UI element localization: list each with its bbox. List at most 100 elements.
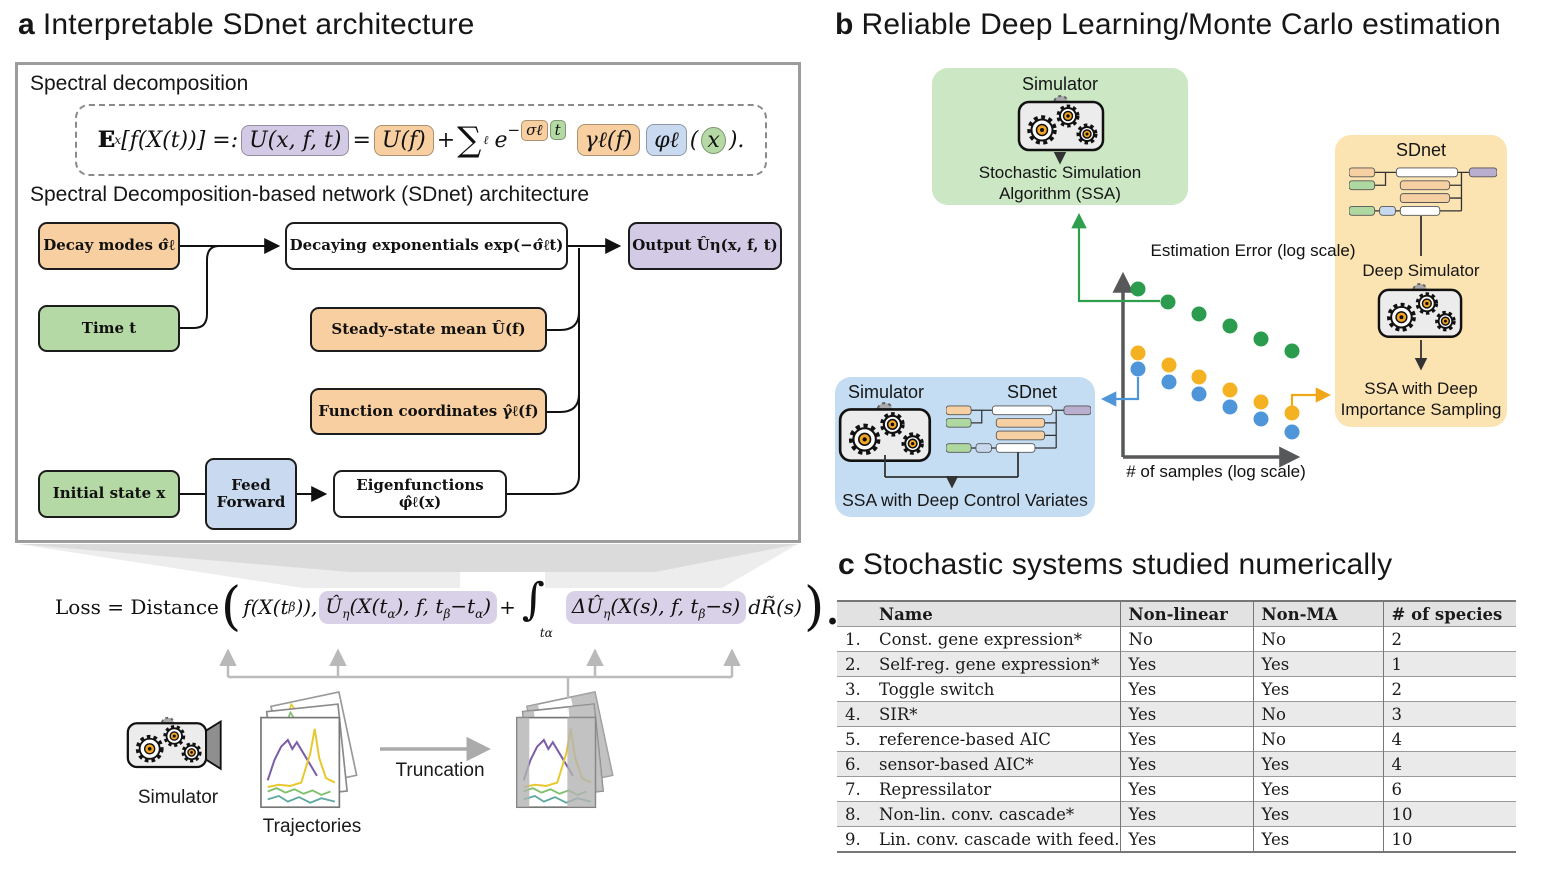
integral: ∫ tβ tα [521, 574, 566, 640]
decay-modes-box: Decay modes σ̂ℓ [38, 222, 180, 270]
gear-icon [1056, 104, 1080, 128]
table-cell: 3 [1382, 701, 1516, 727]
table-cell: Yes [1119, 826, 1253, 853]
cv-caption: SSA with Deep Control Variates [842, 490, 1088, 510]
scatter-dot [1191, 306, 1207, 322]
gear-icon [181, 742, 202, 763]
scatter-dots [1130, 281, 1300, 440]
trajectories-stack [252, 684, 364, 813]
table-cell: reference-based AIC [871, 726, 1120, 752]
scatter-dot [1253, 394, 1269, 410]
scatter-dot [1161, 374, 1177, 390]
panel-c-letter: c [838, 548, 855, 581]
initial-state-box: Initial state x [38, 470, 180, 518]
sdnet-label: SDnet [1395, 140, 1447, 160]
eigenfunctions-box: Eigenfunctions φ̂ℓ(x) [333, 470, 507, 518]
table-cell: 1 [1382, 651, 1516, 677]
megaphone-shape [205, 719, 222, 771]
panel-a-letter: a [18, 8, 35, 41]
scatter-dot [1284, 405, 1300, 421]
table-cell: Yes [1252, 801, 1383, 827]
scatter-dot [1191, 369, 1207, 385]
blue-connector-arrow [1100, 377, 1140, 407]
table-cell: SIR* [871, 701, 1120, 727]
table-cell: 5. [837, 726, 871, 752]
mini-sdnet-diagram [946, 404, 1091, 454]
table-cell: 6. [837, 751, 871, 777]
table-cell: 9. [837, 826, 871, 853]
scatter-dot [1130, 361, 1146, 377]
table-header-cell: Non-linear [1119, 600, 1253, 627]
table-cell: 4 [1382, 751, 1516, 777]
table-cell: Yes [1119, 801, 1253, 827]
table-cell: 4. [837, 701, 871, 727]
simulator-label: Simulator [137, 787, 219, 808]
gear-icon [1415, 292, 1439, 315]
scatter-dot [1161, 357, 1177, 373]
gear-icon [1387, 302, 1416, 332]
expectation-symbol: E [97, 127, 115, 153]
simulator-machine-icon [126, 716, 228, 772]
scatter-dot [1160, 294, 1176, 310]
gear-icon [135, 734, 164, 763]
scatter-dot [1284, 343, 1300, 359]
feed-forward-box: Feed Forward [205, 458, 297, 530]
table-cell: No [1252, 701, 1383, 727]
table-header-cell: Non-MA [1252, 600, 1383, 627]
table-header-cell: Name [871, 600, 1120, 627]
table-cell: No [1252, 626, 1383, 652]
table-cell: Repressilator [871, 776, 1120, 802]
table-cell: 2 [1382, 626, 1516, 652]
x-chip: x [701, 126, 726, 154]
function-coordinates-box: Function coordinates γ̂ℓ(f) [310, 388, 547, 435]
table-cell: Toggle switch [871, 676, 1120, 702]
table-cell: No [1252, 726, 1383, 752]
table-cell: Non-lin. conv. cascade* [871, 801, 1120, 827]
decaying-exponentials-box: Decaying exponentials exp(−σ̂ℓt) [285, 222, 568, 270]
cv-simulator-label: Simulator [847, 382, 925, 402]
table-cell: Yes [1252, 651, 1383, 677]
table-cell: No [1119, 626, 1253, 652]
output-box: Output Ûη(x, f, t) [628, 222, 782, 270]
loss-term-1: Ûη(X(tα), f, tβ−tα) [319, 590, 498, 624]
simulator-machine-icon [838, 402, 934, 466]
loss-term-2: ΔÛη(X(s), f, tβ−s) [565, 590, 747, 624]
ssa-simulator-label: Simulator [1021, 74, 1099, 94]
plot-ylabel: Estimation Error (log scale) [1150, 241, 1356, 260]
table-cell: Self-reg. gene expression* [871, 651, 1120, 677]
plot-axes [1112, 271, 1301, 468]
scatter-dot [1222, 318, 1238, 334]
table-cell: Yes [1252, 826, 1383, 853]
table-cell: 1. [837, 626, 871, 652]
simulator-machine-icon [1017, 95, 1107, 155]
table-cell: Yes [1119, 776, 1253, 802]
table-cell: Yes [1119, 751, 1253, 777]
truncation-label: Truncation [395, 760, 485, 781]
plot-xlabel: # of samples (log scale) [1126, 462, 1306, 481]
gear-icon [848, 423, 881, 456]
table-cell: Yes [1252, 751, 1383, 777]
deep-simulator-label: Deep Simulator [1362, 261, 1480, 280]
sum-symbol: ∑ [457, 120, 482, 160]
gear-icon [1027, 115, 1057, 145]
gear-icon [163, 725, 186, 747]
funnel-shape-dark [18, 544, 798, 572]
table-cell: 8. [837, 801, 871, 827]
spectral-heading: Spectral decomposition [30, 72, 249, 95]
phi-chip: φℓ [646, 124, 687, 156]
t-chip: t [549, 120, 566, 140]
